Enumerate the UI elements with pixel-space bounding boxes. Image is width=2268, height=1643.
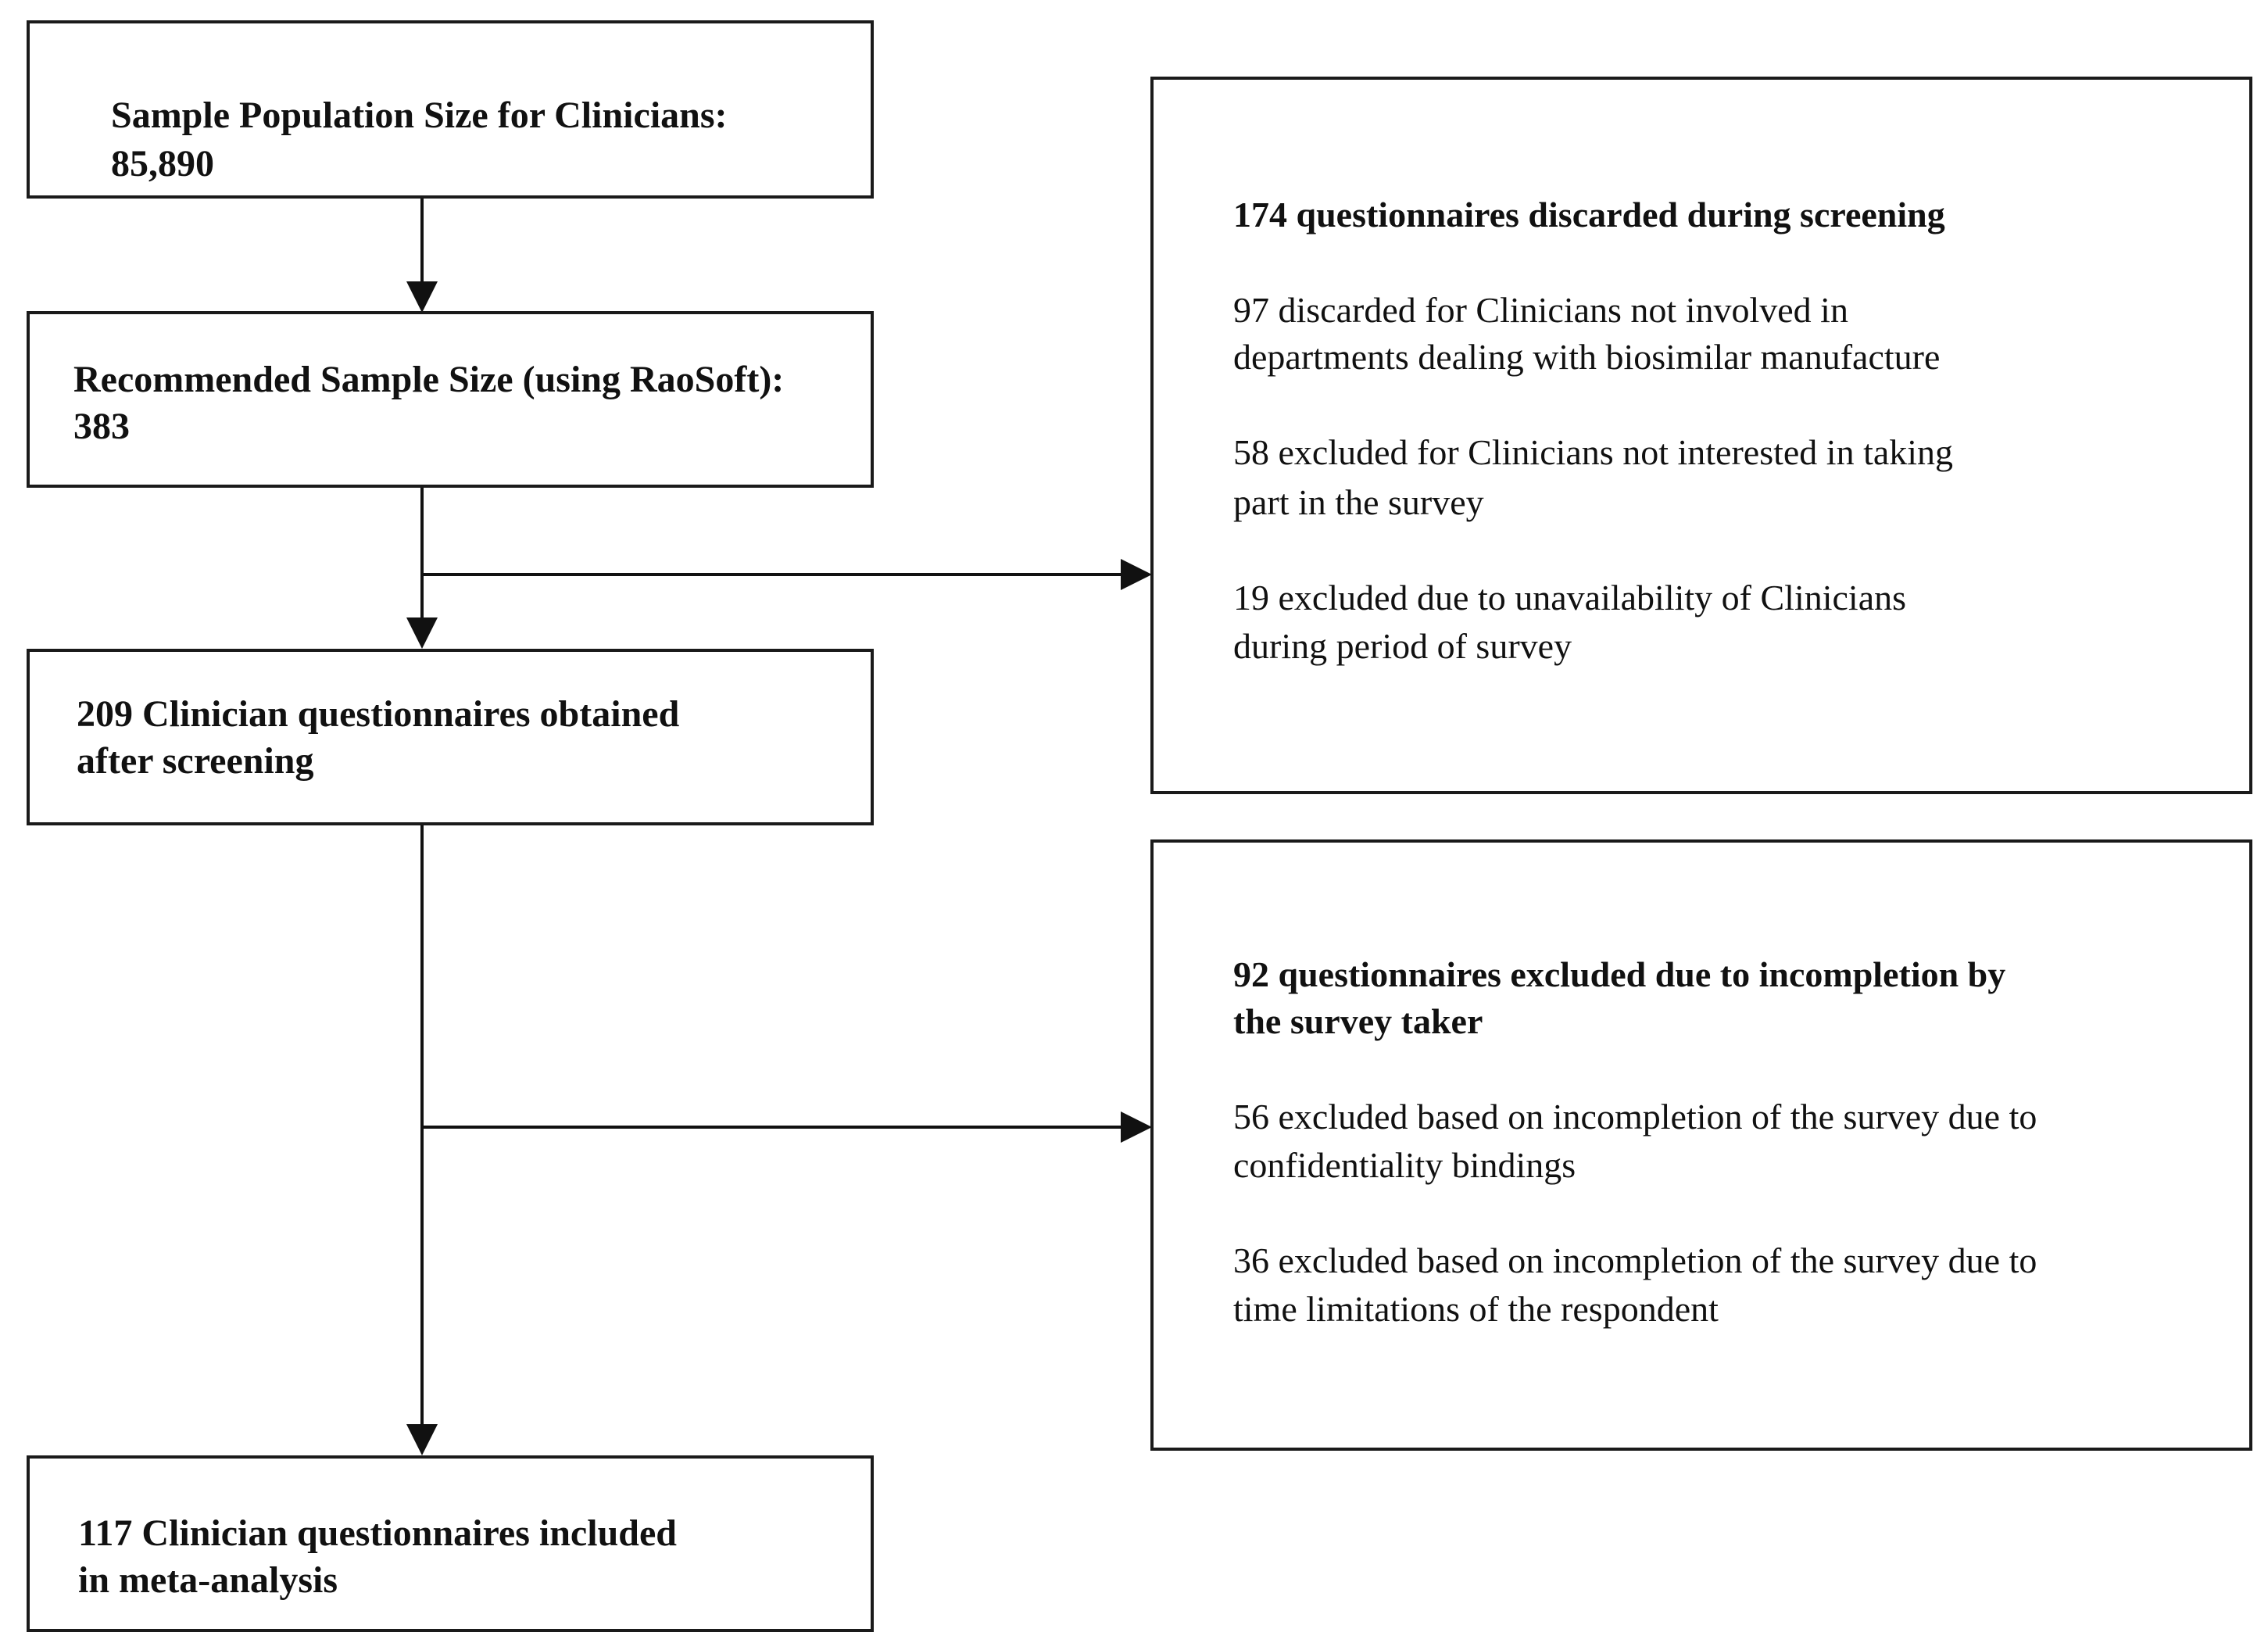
- obtained-questionnaires-box: 209 Clinician questionnaires obtained af…: [27, 649, 874, 825]
- included-line-1: 117 Clinician questionnaires included: [78, 1512, 677, 1554]
- screening-item-2-line-2: part in the survey: [1233, 482, 1484, 522]
- population-size-box: Sample Population Size for Clinicians: 8…: [27, 20, 874, 199]
- recommended-sample-box: Recommended Sample Size (using RaoSoft):…: [27, 311, 874, 488]
- screening-item-1-line-1: 97 discarded for Clinicians not involved…: [1233, 290, 1848, 330]
- screening-item-1-line-2: departments dealing with biosimilar manu…: [1233, 337, 1941, 377]
- screening-item-3-line-2: during period of survey: [1233, 626, 1572, 666]
- incompletion-heading-line-1: 92 questionnaires excluded due to incomp…: [1233, 954, 2006, 994]
- screening-item-2-line-1: 58 excluded for Clinicians not intereste…: [1233, 432, 1954, 472]
- included-questionnaires-box: 117 Clinician questionnaires included in…: [27, 1455, 874, 1632]
- population-size-label: Sample Population Size for Clinicians:: [111, 95, 728, 136]
- incompletion-item-1-line-2: confidentiality bindings: [1233, 1145, 1576, 1185]
- included-line-2: in meta-analysis: [78, 1559, 338, 1601]
- obtained-line-2: after screening: [77, 740, 314, 782]
- recommended-sample-label: Recommended Sample Size (using RaoSoft):: [73, 359, 785, 400]
- obtained-line-1: 209 Clinician questionnaires obtained: [77, 693, 680, 735]
- incompletion-item-2-line-1: 36 excluded based on incompletion of the…: [1233, 1240, 2037, 1280]
- screening-exclusions-box: 174 questionnaires discarded during scre…: [1150, 77, 2252, 794]
- incompletion-heading-line-2: the survey taker: [1233, 1001, 1483, 1041]
- incompletion-item-2-line-2: time limitations of the respondent: [1233, 1289, 1719, 1329]
- population-size-value: 85,890: [111, 143, 214, 184]
- incompletion-exclusions-box: 92 questionnaires excluded due to incomp…: [1150, 839, 2252, 1451]
- incompletion-item-1-line-1: 56 excluded based on incompletion of the…: [1233, 1097, 2037, 1136]
- recommended-sample-value: 383: [73, 406, 130, 447]
- screening-item-3-line-1: 19 excluded due to unavailability of Cli…: [1233, 578, 1907, 617]
- screening-exclusions-heading: 174 questionnaires discarded during scre…: [1233, 195, 1945, 234]
